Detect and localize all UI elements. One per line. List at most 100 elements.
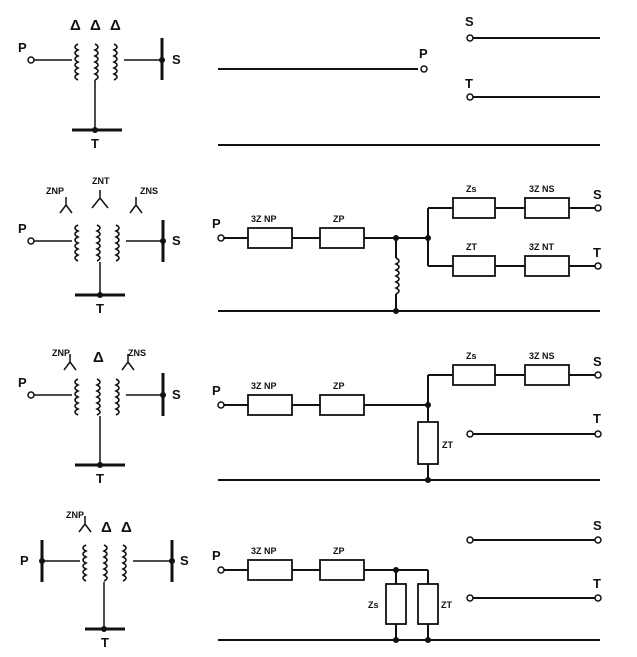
label-s: S — [593, 187, 602, 202]
terminal-s — [594, 204, 602, 212]
label-t: T — [593, 245, 601, 260]
terminal-t — [594, 262, 602, 270]
impedance-3zns — [524, 197, 570, 219]
star-secondary: ZNS — [121, 348, 146, 371]
label-p: P — [212, 216, 221, 231]
label-s: S — [172, 52, 181, 67]
delta-symbol: Δ — [93, 349, 104, 366]
label-znp: ZNP — [52, 348, 70, 358]
terminal-s — [466, 34, 474, 42]
label-zs-shunt: Zs — [368, 600, 379, 610]
label-p: P — [18, 375, 27, 390]
terminal-p — [27, 391, 35, 399]
label-zns: ZNS — [140, 186, 158, 196]
star-secondary: ZNS — [129, 186, 158, 214]
label-p: P — [18, 40, 27, 55]
row-3-transformer: P T S ZNP Δ ZNS — [18, 348, 181, 486]
label-p: P — [212, 548, 221, 563]
impedance-3znp — [247, 227, 293, 249]
row-2-transformer: P T S ZNP ZNT ZNS — [18, 176, 181, 316]
impedance-3znt — [524, 255, 570, 277]
label-3znt: 3Z NT — [529, 242, 555, 252]
winding-primary — [74, 224, 79, 262]
impedance-zs-shunt — [385, 583, 407, 625]
label-s: S — [593, 354, 602, 369]
terminal-s — [594, 371, 602, 379]
label-zt: ZT — [442, 440, 453, 450]
label-s: S — [180, 553, 189, 568]
impedance-zt — [452, 255, 496, 277]
label-t: T — [465, 76, 473, 91]
winding-tertiary — [94, 43, 99, 81]
label-p: P — [18, 221, 27, 236]
label-p: P — [212, 383, 221, 398]
impedance-3zns — [524, 364, 570, 386]
terminal-p — [27, 237, 35, 245]
winding-tertiary — [96, 224, 101, 262]
impedance-zp — [319, 559, 365, 581]
winding-tertiary — [103, 544, 108, 582]
delta-symbol: Δ — [110, 17, 121, 34]
impedance-zt-shunt — [417, 583, 439, 625]
delta-symbol: Δ — [121, 519, 132, 536]
winding-tertiary — [96, 378, 101, 416]
label-3znp: 3Z NP — [251, 546, 277, 556]
star-primary: ZNP — [66, 510, 92, 533]
impedance-3znp — [247, 394, 293, 416]
label-zp: ZP — [333, 214, 345, 224]
terminal-s — [594, 536, 602, 544]
star-primary: ZNP — [46, 186, 73, 214]
label-p: P — [20, 553, 29, 568]
row-4-transformer: P T S ZNP Δ Δ — [20, 510, 189, 650]
label-t: T — [91, 136, 99, 151]
label-s: S — [172, 387, 181, 402]
label-znp: ZNP — [46, 186, 64, 196]
label-p: P — [419, 46, 428, 61]
impedance-zp — [319, 227, 365, 249]
winding-secondary — [122, 544, 127, 582]
winding-secondary — [115, 378, 120, 416]
delta-symbol: Δ — [101, 519, 112, 536]
row-4-network: P 3Z NP ZP Zs ZT S T — [212, 518, 602, 643]
row-3-network: P 3Z NP ZP Zs 3Z NS S ZT T — [212, 351, 602, 483]
winding-primary — [74, 378, 79, 416]
label-znp: ZNP — [66, 510, 84, 520]
label-zs: Zs — [466, 351, 477, 361]
label-s: S — [465, 14, 474, 29]
label-zp: ZP — [333, 381, 345, 391]
label-t: T — [96, 471, 104, 486]
label-3zns: 3Z NS — [529, 184, 555, 194]
delta-symbol: Δ — [70, 17, 81, 34]
row-1-transformer: P T S Δ Δ Δ — [18, 17, 181, 151]
winding-primary — [82, 544, 87, 582]
label-zt-shunt: ZT — [441, 600, 452, 610]
impedance-zs — [452, 364, 496, 386]
terminal-s — [466, 536, 474, 544]
star-primary: ZNP — [52, 348, 77, 371]
impedance-3znp — [247, 559, 293, 581]
impedance-zp — [319, 394, 365, 416]
row-2-network: P 3Z NP ZP Zs 3Z NS S ZT 3Z NT T — [212, 184, 602, 314]
terminal-p — [420, 65, 428, 73]
winding-primary — [74, 43, 79, 81]
terminal-p — [27, 56, 35, 64]
winding-secondary — [113, 43, 118, 81]
label-zp: ZP — [333, 546, 345, 556]
label-zs: Zs — [466, 184, 477, 194]
label-znt: ZNT — [92, 176, 110, 186]
row-1-network: P S T — [218, 14, 600, 146]
label-t: T — [593, 576, 601, 591]
terminal-p — [217, 566, 225, 574]
terminal-t — [594, 430, 602, 438]
label-3znp: 3Z NP — [251, 214, 277, 224]
terminal-t — [466, 93, 474, 101]
delta-symbol: Δ — [90, 17, 101, 34]
terminal-p — [217, 234, 225, 242]
impedance-zt — [417, 421, 439, 465]
label-s: S — [593, 518, 602, 533]
label-3znp: 3Z NP — [251, 381, 277, 391]
label-3zns: 3Z NS — [529, 351, 555, 361]
terminal-t — [466, 594, 474, 602]
label-zt: ZT — [466, 242, 477, 252]
